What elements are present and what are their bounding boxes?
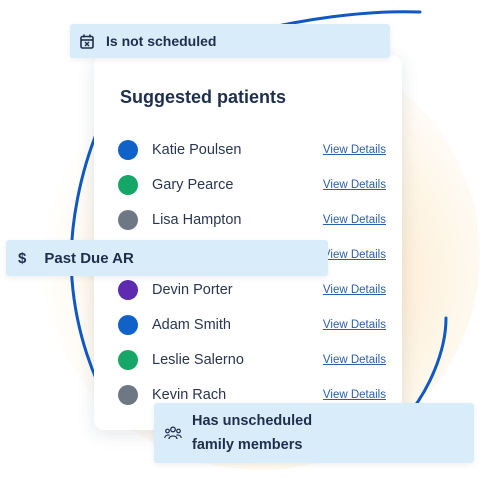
people-group-icon	[164, 426, 182, 440]
view-details-link[interactable]: View Details	[322, 144, 386, 156]
tag-family-line2: family members	[192, 437, 303, 453]
view-details-link[interactable]: View Details	[322, 179, 386, 191]
patient-row: Devin Porter View Details	[118, 278, 386, 302]
tag-past-due-label: Past Due AR	[44, 249, 134, 267]
patient-status-dot	[118, 280, 138, 300]
patient-row: View Details	[118, 243, 386, 267]
view-details-link[interactable]: View Details	[322, 214, 386, 226]
tag-past-due-ar: $ Past Due AR	[6, 240, 328, 276]
patient-status-dot	[118, 315, 138, 335]
patient-status-dot	[118, 385, 138, 405]
tag-not-scheduled-label: Is not scheduled	[106, 33, 217, 49]
patient-name: Katie Poulsen	[152, 142, 242, 158]
tag-not-scheduled: Is not scheduled	[70, 24, 390, 58]
patient-row: Katie Poulsen View Details	[118, 138, 386, 162]
calendar-x-icon	[80, 34, 94, 49]
patient-status-dot	[118, 140, 138, 160]
view-details-link[interactable]: View Details	[322, 319, 386, 331]
tag-family-line1: Has unscheduled	[192, 413, 313, 429]
patient-row: Leslie Salerno View Details	[118, 348, 386, 372]
patient-status-dot	[118, 350, 138, 370]
patient-name: Lisa Hampton	[152, 212, 242, 228]
card-title: Suggested patients	[120, 87, 287, 107]
tag-unscheduled-family: Has unscheduled family members	[154, 403, 474, 463]
patient-status-dot	[118, 210, 138, 230]
patient-name: Devin Porter	[152, 282, 233, 298]
patient-name: Gary Pearce	[152, 177, 234, 193]
view-details-link[interactable]: View Details	[322, 284, 386, 296]
patient-row: Adam Smith View Details	[118, 313, 386, 337]
patient-row: Gary Pearce View Details	[118, 173, 386, 197]
patient-name: Leslie Salerno	[152, 352, 244, 368]
patient-name: Adam Smith	[152, 317, 231, 333]
view-details-link[interactable]: View Details	[322, 354, 386, 366]
dollar-icon: $	[18, 249, 27, 267]
patient-status-dot	[118, 175, 138, 195]
patient-name: Kevin Rach	[152, 387, 227, 403]
patient-row: Lisa Hampton View Details	[118, 208, 386, 232]
view-details-link[interactable]: View Details	[322, 389, 386, 401]
view-details-link[interactable]: View Details	[322, 249, 386, 261]
patient-row: Kevin Rach View Details	[118, 383, 386, 407]
